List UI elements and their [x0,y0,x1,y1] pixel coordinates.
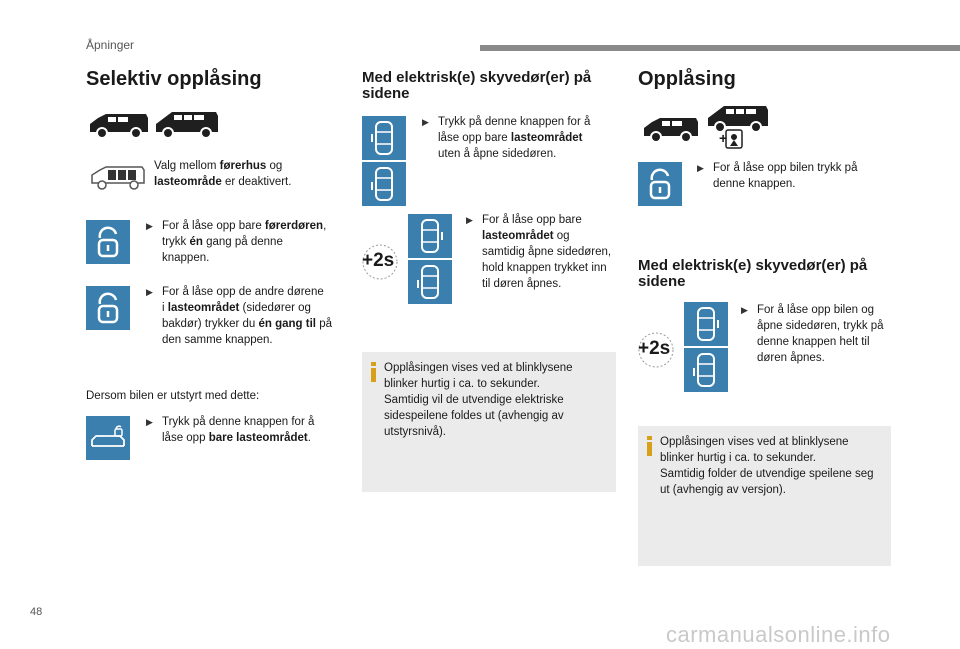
car-top-view-icon [371,121,393,155]
car-top-view-icon [371,167,393,201]
hold-2s-label: +2s [638,338,671,359]
header-bar [480,45,960,51]
instruction-cargo-no-door: ▶︎ Trykk på denne knappen for å låse opp… [422,116,591,160]
unlock-padlock-icon [97,292,119,324]
timer-2s-icon [638,332,674,368]
van-small-icon [644,118,698,143]
van-large-icon [156,112,218,139]
page-number: 48 [30,606,43,618]
unlock-button-icon[interactable] [86,286,130,330]
equipment-condition: Dersom bilen er utstyrt med dette: [86,390,260,402]
van-large-icon [708,106,768,133]
unlock-padlock-icon [97,226,119,258]
sliding-door-button-icon[interactable] [684,348,728,392]
car-top-view-icon [697,307,719,341]
car-top-view-icon [417,265,439,299]
instruction-unlock-vehicle: ▶︎ For å låse opp bilen trykk på denne k… [697,162,858,190]
plus-sign: + [719,130,728,146]
van-pair-remote-illustration [644,106,768,149]
van-pair-illustration [90,112,218,139]
title-unlocking: Opplåsing [638,68,736,90]
info-box-mirrors: Opplåsingen vises ved at blinklysene bli… [638,426,891,566]
title-selective-unlocking: Selektiv opplåsing [86,68,262,90]
sliding-door-button-icon[interactable] [408,214,452,258]
watermark: carmanualsonline.info [666,622,891,647]
van-small-icon [90,114,148,139]
unlock-button-icon[interactable] [86,220,130,264]
sliding-door-button-icon[interactable] [408,260,452,304]
car-top-view-icon [693,353,715,387]
sliding-door-button-icon[interactable] [362,162,406,206]
cargo-unlock-icon [91,425,125,447]
cargo-unlock-button-icon[interactable] [86,416,130,460]
hold-2s-label: +2s [362,250,395,271]
instruction-driver-door: ▶︎ For å låse opp bare førerdøren, trykk… [146,220,327,264]
unlock-button-icon[interactable] [638,162,682,206]
unlock-padlock-icon [649,168,671,200]
note-deactivated: Valg mellom førerhus og lasteområde er d… [154,160,292,188]
instruction-cargo-open-door: ▶︎ For å låse opp bare lasteområdet og s… [466,214,612,290]
timer-2s-icon [362,244,398,280]
instruction-other-doors: ▶︎ For å låse opp de andre dørene i last… [146,286,332,346]
sliding-door-lock-icon [725,129,743,149]
instruction-cargo-only: ▶︎ Trykk på denne knappen for å låse opp… [146,416,315,444]
section-label: Åpninger [86,38,135,52]
info-box-mirrors: Opplåsingen vises ved at blinklysene bli… [362,352,616,492]
info-icon [647,436,652,456]
sliding-door-button-icon[interactable] [684,302,728,346]
car-top-view-icon [421,219,443,253]
instruction-unlock-open-door: ▶︎ For å låse opp bilen og åpne sidedøre… [741,304,884,364]
sliding-door-button-icon[interactable] [362,116,406,160]
dashboard-van-icon [91,166,145,190]
info-icon [371,362,376,382]
